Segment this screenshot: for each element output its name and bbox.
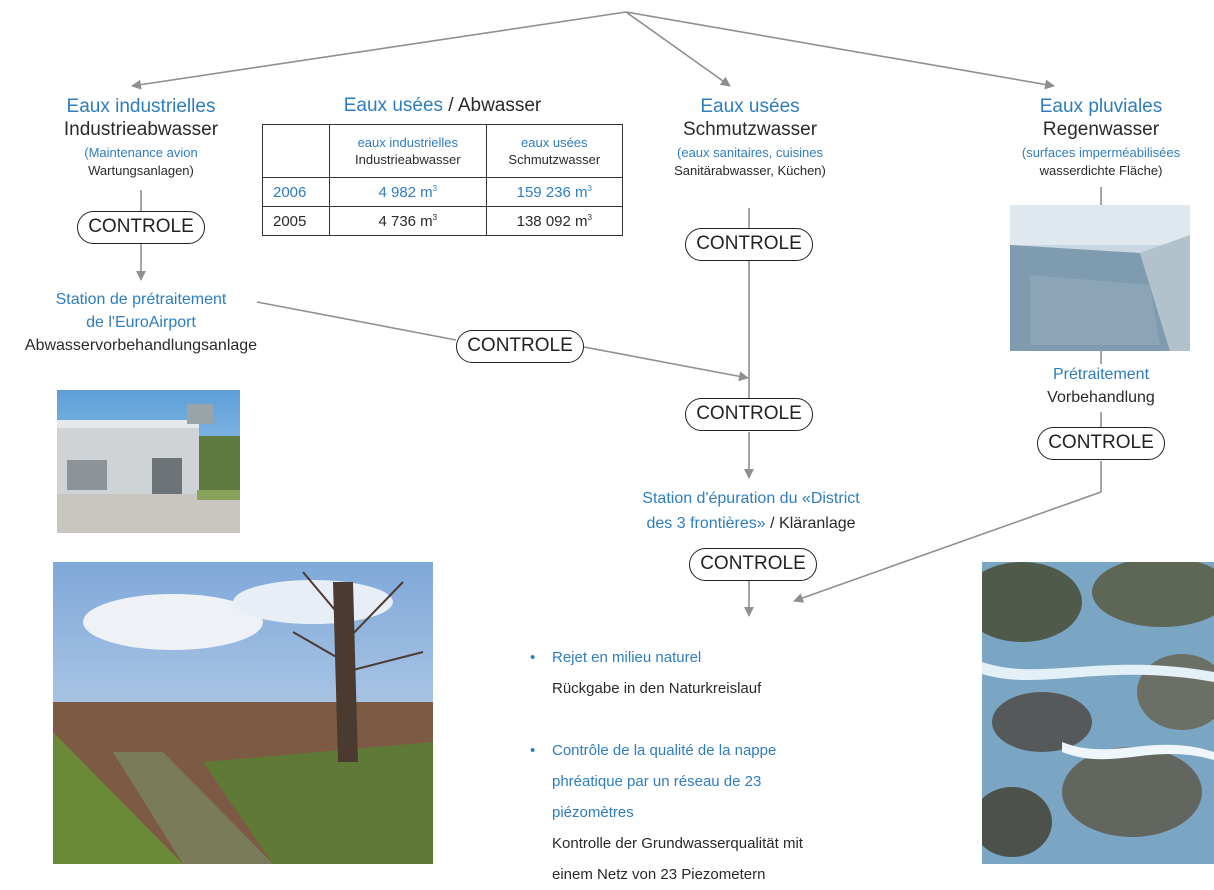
- table-header-row: eaux industrielles Industrieabwasser eau…: [262, 124, 624, 178]
- wastewater-table: eaux industrielles Industrieabwasser eau…: [262, 124, 624, 236]
- arrow-to-industrial: [131, 11, 627, 90]
- list-item: • Rejet en milieu naturel Rückgabe in de…: [530, 649, 762, 697]
- control-badge: CONTROLE: [685, 398, 813, 431]
- arrow-to-rainwater: [625, 11, 1055, 90]
- arrow-to-wastewater: [625, 11, 731, 87]
- table-row: 2006 4 982 m3 159 236 m3: [262, 177, 624, 207]
- control-badge: CONTROLE: [77, 211, 205, 244]
- table-cell-industrial: 4 736 m3: [329, 206, 487, 236]
- control-badge: CONTROLE: [689, 548, 817, 581]
- table-cell-wastewater: 159 236 m3: [485, 177, 624, 207]
- rain-pretreatment: Prétraitement Vorbehandlung: [1047, 366, 1155, 406]
- ditch-landscape-photo: [53, 562, 433, 864]
- control-badge: CONTROLE: [685, 228, 813, 261]
- table-cell-year: 2006: [262, 177, 330, 207]
- arrow-rain-to-outcome: [793, 491, 1102, 603]
- rainwater-sub-de: wasserdichte Fläche): [1039, 163, 1163, 178]
- table-cell-industrial: 4 982 m3: [329, 177, 487, 207]
- control-badge: CONTROLE: [1037, 427, 1165, 460]
- list-item: • Contrôle de la qualité de la nappe phr…: [530, 742, 803, 883]
- pretreatment-station: Station de prétraitement de l'EuroAirpor…: [24, 291, 258, 354]
- table-title-de: Abwasser: [457, 95, 542, 116]
- wastewater-title-de: Schmutzwasser: [682, 119, 818, 140]
- table-row: 2005 4 736 m3 138 092 m3: [262, 206, 624, 236]
- control-badge: CONTROLE: [456, 330, 584, 363]
- river-rocks-photo: [982, 562, 1214, 864]
- arrow-to-merge: [583, 346, 749, 382]
- industrial-sub-fr: (Maintenance avion: [84, 145, 198, 160]
- rainwater-title-fr: Eaux pluviales: [1039, 96, 1163, 117]
- wastewater-branch: Eaux usées Schmutzwasser (eaux sanitaire…: [634, 96, 866, 180]
- table-header-wastewater: eaux usées Schmutzwasser: [485, 124, 624, 178]
- pretreatment-building-photo: [57, 390, 240, 533]
- industrial-title-de: Industrieabwasser: [63, 119, 219, 140]
- table-cell-wastewater: 138 092 m3: [485, 206, 624, 236]
- rainwater-branch: Eaux pluviales Regenwasser (surfaces imp…: [994, 96, 1208, 180]
- industrial-branch: Eaux industrielles Industrieabwasser (Ma…: [28, 96, 254, 180]
- treatment-plant: Station d'épuration du «District des 3 f…: [642, 490, 860, 532]
- industrial-sub-de: Wartungsanlagen): [88, 163, 194, 178]
- wastewater-title-fr: Eaux usées: [700, 96, 800, 117]
- wastewater-sub-de: Sanitärabwasser, Küchen): [674, 163, 826, 178]
- rainwater-title-de: Regenwasser: [1042, 119, 1160, 140]
- table-title: Eaux usées / Abwasser: [343, 95, 542, 116]
- outcome-list: • Rejet en milieu naturel Rückgabe in de…: [530, 642, 890, 890]
- wastewater-sub-fr: (eaux sanitaires, cuisines: [677, 145, 823, 160]
- table-title-fr: Eaux usées: [343, 95, 444, 116]
- table-header-industrial: eaux industrielles Industrieabwasser: [329, 124, 487, 178]
- rainwater-basin-photo: [1010, 205, 1190, 351]
- table-cell-year: 2005: [262, 206, 330, 236]
- industrial-title-fr: Eaux industrielles: [66, 96, 216, 117]
- rainwater-sub-fr: (surfaces imperméabilisées: [1021, 145, 1181, 160]
